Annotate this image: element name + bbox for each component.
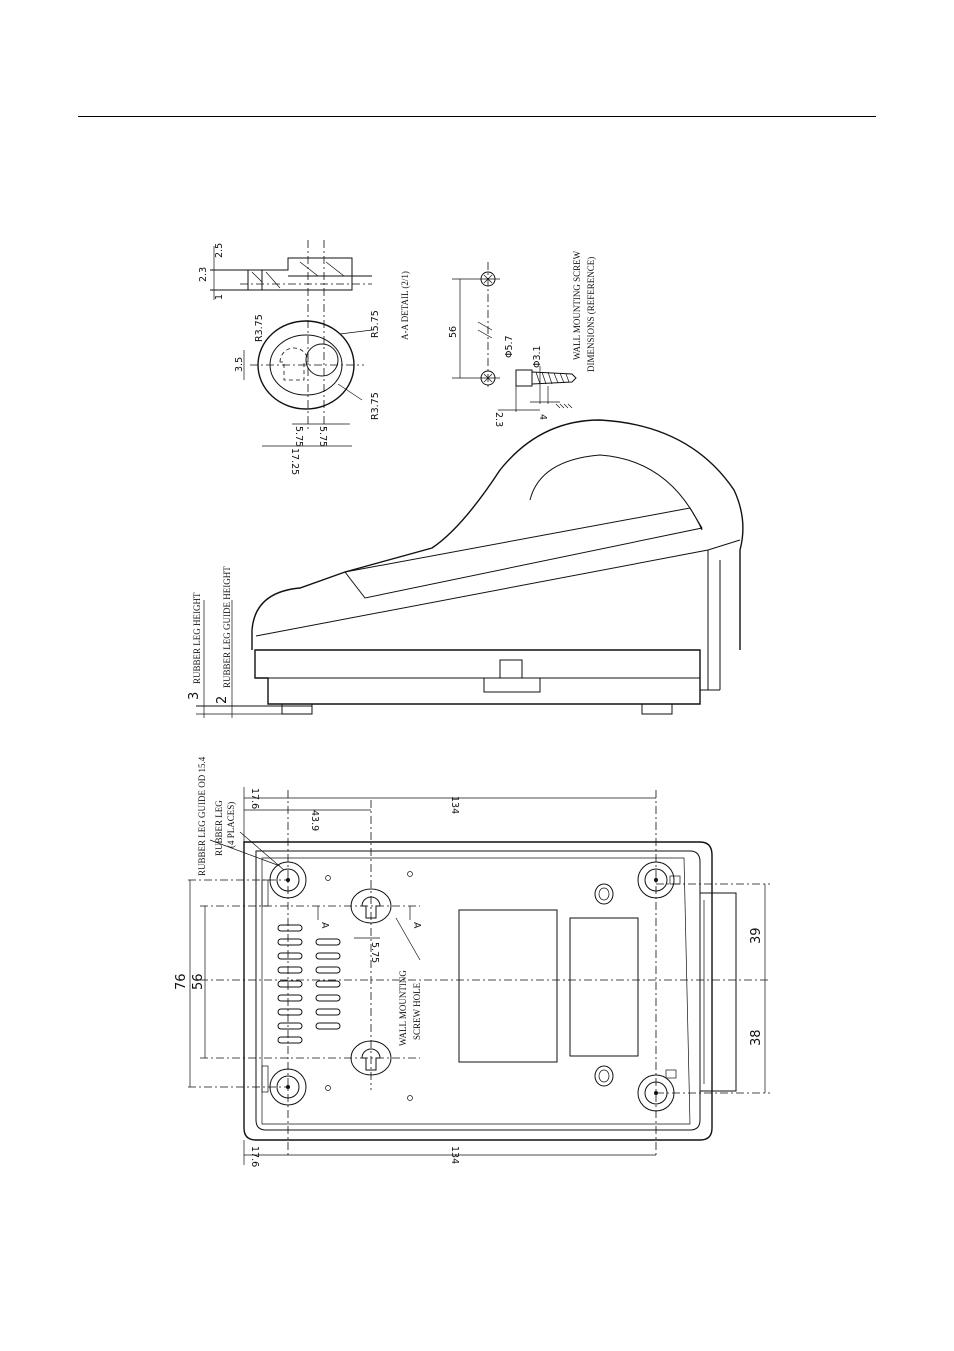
det-r3-75-top: R3.75: [254, 314, 265, 342]
label-rubber-leg-guide-height: RUBBER LEG GUIDE HEIGHT: [222, 566, 232, 688]
label-rubber-leg-places: (4 PLACES): [226, 802, 236, 848]
det-5-75-b: 5.75: [317, 426, 328, 447]
dim-leg-height: 3: [187, 692, 202, 700]
dim-guide-height: 2: [215, 696, 230, 704]
dim-39: 39: [749, 927, 764, 944]
screw-dim-phi3-1: Φ3.1: [532, 345, 543, 368]
bottom-view: A A 76 56 17.6 43.9 134 17.6 134 5.75 39…: [174, 756, 770, 1167]
rubber-leg-bottom-right: [637, 1069, 677, 1112]
dim-76: 76: [174, 973, 189, 990]
label-rubber-leg-guide-od: RUBBER LEG GUIDE OD 15.4: [197, 756, 207, 876]
label-panel-left: [458, 909, 558, 1063]
label-panel-right: [569, 917, 639, 1057]
dim-134-bottom: 134: [449, 1146, 460, 1164]
det-r5-75: R5.75: [370, 310, 381, 338]
det-1: 1: [214, 294, 225, 300]
screw-dim-2-3: 2.3: [493, 412, 504, 427]
det-3-5: 3.5: [234, 357, 245, 372]
dim-56: 56: [191, 973, 206, 990]
vent-slots: [261, 879, 341, 1093]
screw-dim-phi5-7: Φ5.7: [504, 335, 515, 358]
rubber-leg-top-right: [637, 861, 681, 899]
label-aa-detail: A-A DETAIL (2/1): [400, 271, 410, 340]
dim-43-9: 43.9: [309, 810, 320, 831]
header-rule: [78, 116, 876, 117]
screw-dim-56: 56: [448, 326, 459, 338]
label-rubber-leg: RUBBER LEG: [214, 800, 224, 856]
dim-17-6-bottom: 17.6: [249, 1146, 260, 1167]
label-screw-hole: SCREW HOLE: [412, 982, 422, 1040]
dim-38: 38: [749, 1029, 764, 1046]
section-mark-left: A: [319, 922, 330, 929]
label-wall-screw-2: DIMENSIONS (REFERENCE): [586, 257, 596, 372]
section-mark-right: A: [411, 922, 422, 929]
screw-dim-4: 4: [537, 414, 548, 420]
screw-dimensions: 56 Φ5.7 Φ3.1 2.3 4 WALL MOUNTING SCREW D…: [448, 250, 596, 427]
label-wall-mounting: WALL MOUNTING: [398, 970, 408, 1046]
label-rubber-leg-height: RUBBER LEG HEIGHT: [192, 592, 202, 684]
side-view: 3 2 RUBBER LEG HEIGHT RUBBER LEG GUIDE H…: [187, 419, 744, 718]
dim-17-6-top: 17.6: [249, 788, 260, 809]
dim-5-75: 5.75: [369, 942, 380, 963]
det-2-3: 2.3: [198, 267, 209, 282]
det-r3-75-bot: R3.75: [370, 392, 381, 420]
det-2-5: 2.5: [214, 243, 225, 258]
label-wall-screw-1: WALL MOUNTING SCREW: [572, 250, 582, 360]
det-17-25: 17.25: [289, 448, 300, 475]
aa-detail: 2.5 2.3 1 3.5 R3.75 R5.75 R3.75 5.75 5.7…: [198, 240, 410, 475]
det-5-75-a: 5.75: [293, 426, 304, 447]
dim-134-top: 134: [449, 796, 460, 814]
